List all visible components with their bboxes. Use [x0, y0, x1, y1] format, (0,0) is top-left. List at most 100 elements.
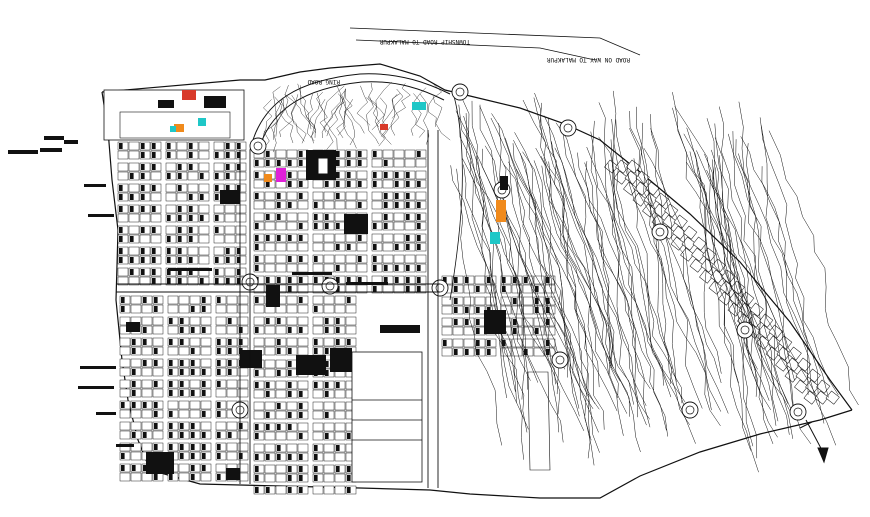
plot	[765, 346, 780, 361]
plot	[253, 337, 265, 347]
plot	[178, 295, 190, 305]
plot	[253, 443, 265, 453]
plot	[119, 316, 131, 326]
plot	[213, 246, 225, 256]
plot-marker	[215, 278, 219, 284]
plot-marker	[347, 433, 351, 439]
plot	[253, 464, 265, 474]
plot	[312, 473, 324, 483]
plot-marker	[476, 349, 480, 355]
plot	[178, 463, 190, 473]
plot-marker	[154, 306, 158, 312]
plot-marker	[513, 277, 517, 283]
plot	[511, 347, 523, 357]
plot-marker	[347, 172, 351, 178]
plot	[275, 359, 287, 369]
plot	[345, 316, 357, 326]
plot-marker	[237, 269, 241, 275]
plot-marker	[239, 423, 243, 429]
plot	[119, 430, 131, 440]
plot	[312, 380, 324, 390]
plot-marker	[384, 172, 388, 178]
plot	[167, 325, 179, 335]
plot-marker	[167, 278, 171, 284]
plot	[130, 295, 142, 305]
plot	[404, 179, 416, 189]
plot	[485, 347, 497, 357]
plot	[200, 379, 212, 389]
plot	[189, 442, 201, 452]
plot-marker	[299, 403, 303, 409]
plot	[187, 204, 199, 214]
plot	[463, 317, 475, 327]
plot	[224, 267, 236, 277]
north-arrow-icon	[799, 419, 829, 464]
plot-marker	[119, 194, 123, 200]
contour-line	[491, 113, 568, 378]
plot-marker	[169, 444, 173, 450]
plot	[117, 171, 129, 181]
plot-marker	[178, 206, 182, 212]
contour-line	[462, 158, 524, 460]
plot	[415, 200, 427, 210]
plot	[297, 346, 309, 356]
plot	[150, 162, 162, 172]
plot-marker	[347, 475, 351, 481]
plot	[778, 335, 793, 350]
plot	[730, 280, 745, 295]
plot	[441, 317, 453, 327]
plot	[253, 221, 265, 231]
plot	[141, 388, 153, 398]
plot-marker	[325, 382, 329, 388]
plot	[176, 192, 188, 202]
plot	[187, 150, 199, 160]
contour-line	[271, 97, 284, 140]
plot	[128, 183, 140, 193]
plot	[253, 380, 265, 390]
plot	[393, 158, 405, 168]
plot	[237, 388, 249, 398]
plot	[275, 337, 287, 347]
plot	[334, 473, 346, 483]
plot-marker	[395, 181, 399, 187]
plot-marker	[524, 349, 528, 355]
plot	[371, 233, 383, 243]
plot-marker	[299, 412, 303, 418]
contour-line	[686, 162, 772, 411]
plot	[198, 255, 210, 265]
plot-marker	[336, 277, 340, 283]
plot	[323, 316, 335, 326]
plot	[150, 171, 162, 181]
plot	[382, 263, 394, 273]
plot-marker	[395, 193, 399, 199]
plot	[235, 204, 247, 214]
plot-marker	[358, 160, 362, 166]
plot-marker	[314, 382, 318, 388]
plot	[235, 162, 247, 172]
plot-marker	[215, 227, 219, 233]
plot	[441, 338, 453, 348]
plot-marker	[288, 235, 292, 241]
plot-marker	[226, 185, 230, 191]
plot	[794, 379, 809, 394]
plot-marker	[314, 339, 318, 345]
plot	[297, 200, 309, 210]
contour-line	[626, 162, 721, 427]
plot-marker	[217, 474, 221, 480]
contour-line	[555, 122, 651, 389]
plot	[119, 451, 131, 461]
plot	[235, 255, 247, 265]
plot	[312, 452, 324, 462]
plot	[275, 368, 287, 378]
plot-marker	[325, 361, 329, 367]
plot	[264, 316, 276, 326]
contour-line	[672, 92, 722, 374]
plot	[150, 204, 162, 214]
plot	[165, 255, 177, 265]
plot	[404, 191, 416, 201]
plot	[691, 247, 706, 262]
plot	[117, 162, 129, 172]
plot	[286, 304, 298, 314]
plot-marker	[347, 297, 351, 303]
plot	[176, 276, 188, 286]
